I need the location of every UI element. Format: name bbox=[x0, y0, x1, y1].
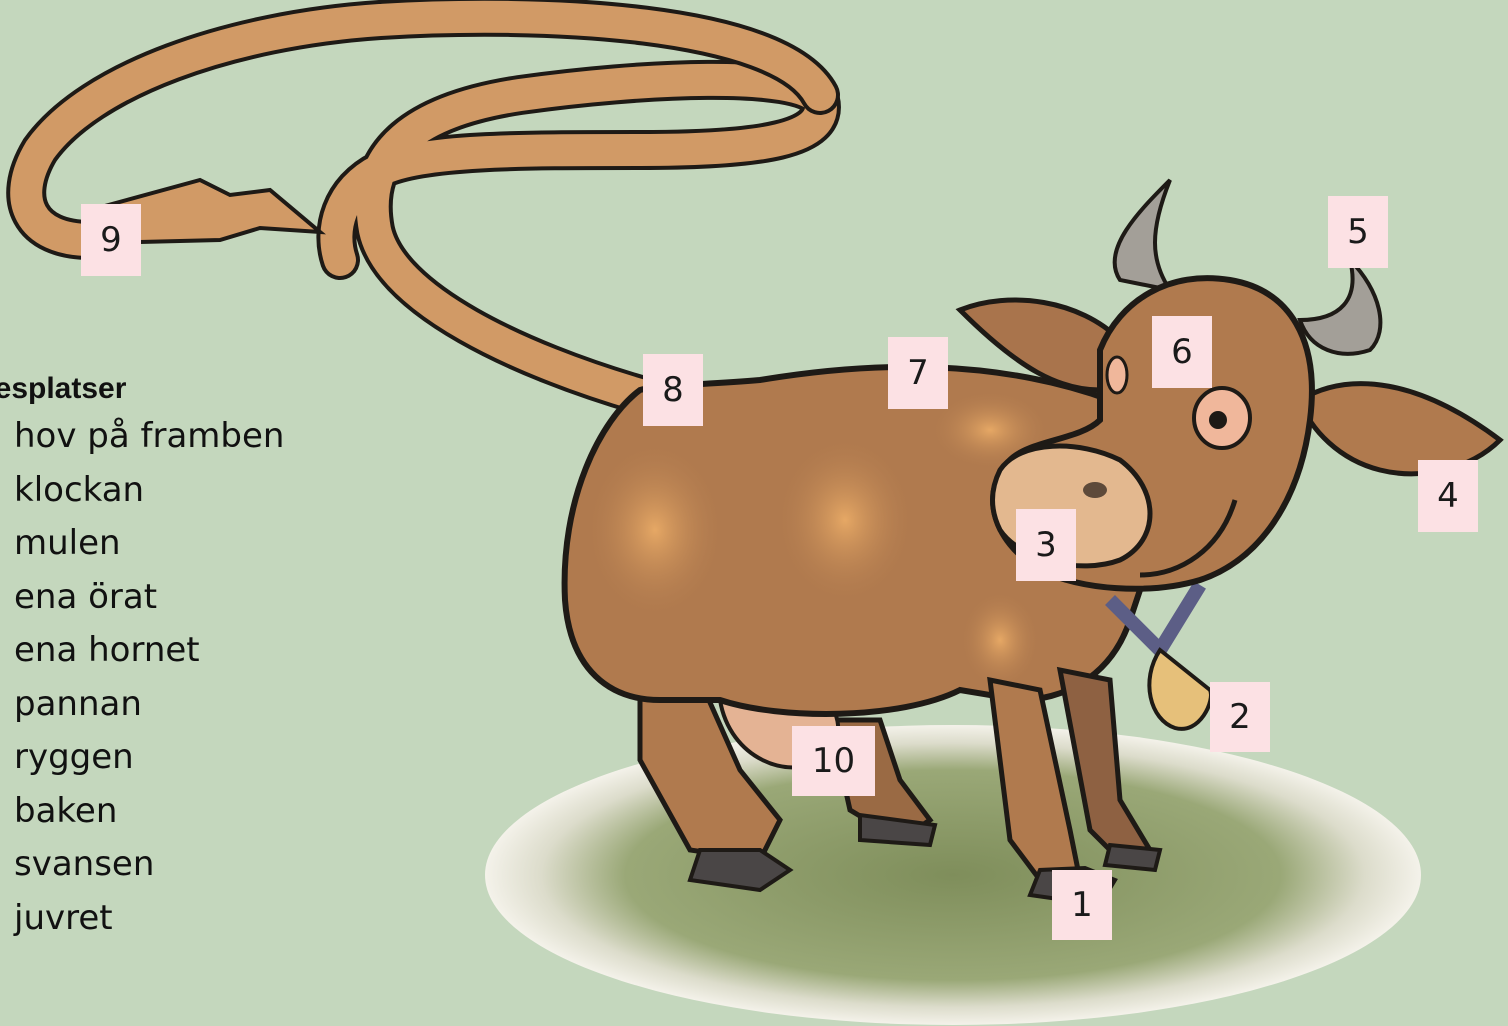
legend-item: klockan bbox=[0, 464, 284, 518]
label-6-forehead: 6 bbox=[1152, 316, 1212, 388]
legend-item: ena örat bbox=[0, 571, 284, 625]
label-1-hoof: 1 bbox=[1052, 870, 1112, 940]
legend: nnesplatser hov på framben klockan mulen… bbox=[0, 372, 284, 945]
legend-item: svansen bbox=[0, 838, 284, 892]
label-9-tail: 9 bbox=[81, 204, 141, 276]
label-8-rump: 8 bbox=[643, 354, 703, 426]
legend-item: hov på framben bbox=[0, 410, 284, 464]
legend-title: nnesplatser bbox=[0, 372, 284, 406]
legend-item: juvret bbox=[0, 892, 284, 946]
legend-list: hov på framben klockan mulen ena örat en… bbox=[0, 410, 284, 945]
left-horn bbox=[1115, 180, 1170, 290]
legend-item: pannan bbox=[0, 678, 284, 732]
legend-item: baken bbox=[0, 785, 284, 839]
label-3-muzzle: 3 bbox=[1016, 509, 1076, 581]
legend-item: ryggen bbox=[0, 731, 284, 785]
bell bbox=[1149, 650, 1211, 729]
label-10-udder: 10 bbox=[792, 726, 875, 796]
legend-item: ena hornet bbox=[0, 624, 284, 678]
label-7-back: 7 bbox=[888, 337, 948, 409]
legend-item: mulen bbox=[0, 517, 284, 571]
label-4-ear: 4 bbox=[1418, 460, 1478, 532]
label-5-horn: 5 bbox=[1328, 196, 1388, 268]
label-2-bell: 2 bbox=[1210, 682, 1270, 752]
right-horn bbox=[1300, 260, 1380, 354]
ground-shadow bbox=[485, 725, 1421, 1025]
